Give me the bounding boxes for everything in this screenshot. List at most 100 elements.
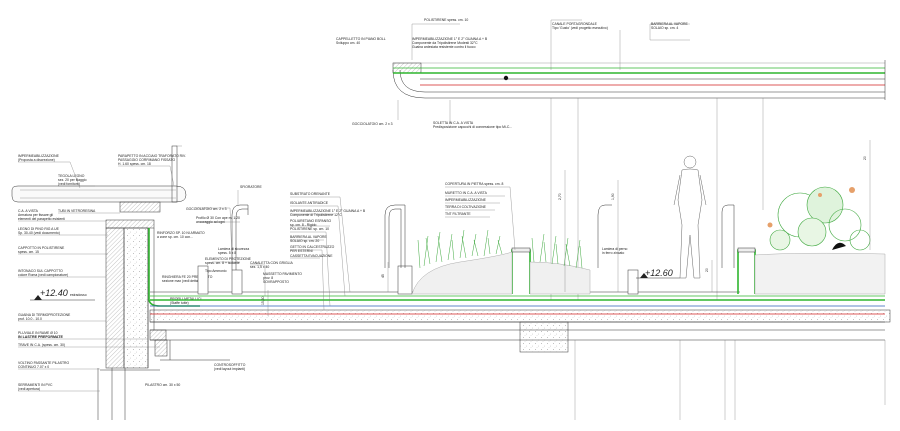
dim-right3: 20 [863,156,867,160]
label-l-volta: VOLTINO PASSANTE PILASTRO [18,361,69,365]
label-m-carpenteria: Tipo Ammonio [205,269,227,273]
canopy-annotations: POLISTIRENE spess. cm. 10 IMPERMEABILIZZ… [336,18,688,129]
label-l-cappotto: CAPPOTTO IN POLISTIRENE [18,246,65,250]
label-top-canale-sub: Tipo 'Gusto' (vedi progetto esecutivo) [552,26,608,30]
label-top-soletta-sub: Predisposizione capocchi di connessione … [433,125,512,129]
dim-right: 20 [705,268,709,272]
label-m-getto-sub: PER ESTERNI [290,249,313,253]
label-l-trave: TRAVE IN C.A. (spess. cm. 30) [18,343,65,347]
label-l-impermeab: IMPERMEABILIZZAZIONE [18,154,60,158]
roof-slab [149,291,891,420]
label-m-massetto: MASSETTO PAVIMENTO [263,272,302,276]
label-m-sovrap: SOVRAPPOSTO [263,280,289,284]
label-m-sfioro: SFIORATORE [240,185,262,189]
label-l-controsoffitto: CONTROSOFFITTO [214,363,246,367]
label-m-getto2: CASSETTA EVACUAZIONE [290,254,333,258]
label-l-rinforzo-sub: a zone sp. cm. 10 con... [157,235,193,239]
label-top-cappelletto: CAPPELLETTO IN PIANO BOLL [336,37,386,41]
label-m-impermeab-sub: Componente di Tripolistirene 12°C [290,213,342,217]
label-l-ca-vista: C.A. A VISTA [18,209,39,213]
label-top-canale: CANALE PORTAGRONDALE [552,22,598,26]
label-l-profili: PROFILI METALLICI [170,297,201,301]
label-l-parapetto-sub: PASSAGGIO CORRIMANO FISSATO [118,158,175,162]
label-m-gocciolatoio: GOCCIOLATOIO cm. 2 x 3 [186,207,227,211]
label-m-profilo-sub: ancoraggio ad ogni [196,220,225,224]
label-m-poliuretano-sub: sp. cm. 8 - Rigido [290,223,316,227]
label-r-impermeab: IMPERMEABILIZZAZIONE [445,198,487,202]
elevation-left-sub: estradosso [70,293,87,297]
canopy-detail [392,19,886,300]
label-top-soletta: SOLETTA IN C.A. A VISTA [433,121,474,125]
label-l-controsoffitto-sub: (vedi layout impianti) [214,367,245,371]
middle-annotations: GOCCIOLATOIO cm. 2 x 3 Profilo Ø 30 Con … [186,182,628,311]
label-m-profilo: Profilo Ø 30 Con ape m. 1.20 [196,216,240,220]
label-m-polistirene: POLISTIRENE sp. cm. 10 [290,227,329,231]
label-l-legno: LEGNO DI PINO RIG A UE [18,227,60,231]
label-l-legno-sub: Sp. 30-40 (vedi documento) [18,231,60,235]
dim-person: 1,90 [611,193,615,200]
label-m-barriera: BARRIERA AL VAPORE [290,235,327,239]
label-m-elemento-sub: spess. cm. 8 + isolante [205,261,240,265]
label-l-ringhiera: RINGHIERA FE 20 PREFORATO [162,275,213,279]
label-m-poliuretano: POLIURETANO ESPANSO [290,219,331,223]
label-l-tubi: TUBI IN VETRORESINA [58,209,96,213]
person-silhouette [673,155,707,279]
left-wall-section [11,145,200,420]
label-top-barriera-sub: SOLAIO sp. cm. 4 [651,26,678,30]
label-m-lamiera: Lamiera di sicurezza [218,247,249,251]
left-annotations: IMPERMEABILIZZAZIONE (Proposta a discrez… [18,154,246,392]
label-m-lamiera-sub: spess. 5 x 8 [218,251,236,255]
label-l-tegola: TEGOLA LEGNO [58,174,85,178]
label-m-canaletta: CANALETTA CON GRIGLIA [250,261,293,265]
label-top-cappelletto-sub: Sviluppo cm. 40 [336,41,360,45]
label-l-intonaco-sub: colore Roma (vedi campionature) [18,273,68,277]
label-m-isolante: ISOLANTE ANTIRADICE [290,201,329,205]
label-m-solaio: SOLAIO sp. cm. 20 [290,239,319,243]
dim-cs: 15,30 [261,296,265,305]
label-l-pluviale: PLUVIALE IN RAME Ø 10 [18,331,58,335]
label-l-guaine: GUAINA DI TERMOPROTEZIONE [18,313,71,317]
label-r-lamiera: Lamiera di perno [602,247,628,251]
elevation-marker-right: +12.60 [636,268,680,279]
elevation-marker-left: +12.40 estradosso [30,288,95,301]
label-m-getto: GETTO IN CALCESTRUZZO [290,245,335,249]
drain-point [503,75,509,81]
dim-tall: 2,70 [558,193,562,200]
green-roof-soil [411,229,886,295]
dimension-lines: 45 1,90 20 15,30 2,70 20 [261,140,871,316]
label-l-guaine-sub: prof. 10.0 - 10.0 [18,317,42,321]
label-l-ca-vista-sub2: elementi del parapetto esistenti [18,217,65,221]
label-l-tegola-sub2: (vedi fornitore) [58,182,80,186]
label-l-serramenti-sub: (vedi apertura) [18,387,40,391]
label-l-staffe: (Staffe tutte) [170,301,189,305]
label-l-ringhiera-sub: sezione max (vedi dettaglio) [162,279,204,283]
label-l-rinforzo: RINFORZO SP. 10 NI ARMATO [157,231,205,235]
label-l-volta-sub: CONTINUO 7.07 x 0 [18,365,49,369]
label-l-cappotto-sub: spess. cm. 15 [18,250,39,254]
label-top-impermeab-sub: Componente da Tripolistirene Modesti 32°… [412,41,478,45]
dim-left: 45 [381,274,385,278]
label-r-terriccio: TERRA DI COLTIVAZIONE [445,205,487,209]
label-l-impermeab-sub: (Proposta a discrezione) [18,158,55,162]
label-r-tnt: TNT FILTRANTE [445,212,471,216]
label-m-elemento: ELEMENTO DI PROTEZIONE [205,257,252,261]
label-m-substrato: SUBSTRATO DRENANTE [290,192,331,196]
label-m-massetto-sub: prov. 8 [263,276,273,280]
elevation-right-value: +12.60 [645,268,673,278]
label-l-parapetto-sub2: H. 1.60 spess. cm. 18 [118,162,151,166]
label-r-muretto: MURETTO IN C.A. A VISTA [445,191,488,195]
label-top-barriera: BARRIERA AL VAPORE [651,22,688,26]
label-top-gocciolatoio: GOCCIOLATOIO cm. 2 x 3 [352,122,393,126]
label-l-intonaco: INTONACO SUL CAPPOTTO [18,269,63,273]
label-m-canaletta-sub: sez. 1,5 x 40 [250,265,269,269]
label-l-lastre: IN LASTRE PREFORMATE [18,335,63,339]
label-top-impermeab-sub2: Guaina ardesiata resistente contro il fu… [412,45,476,49]
label-l-tegola-sub: sez. 20 per filaggio [58,178,87,182]
label-top-polistirene: POLISTIRENE spess. cm. 10 [424,18,468,22]
elevation-left-value: +12.40 [40,288,68,298]
label-r-lamiera-sub: in ferro zincato [602,251,624,255]
label-l-parapetto: PARAPETTO IN ACCIAIO TRAFORATO RIV. [118,154,186,158]
shrub-right [767,186,871,251]
label-r-copertura: COPERTURA IN PIETRA spess. cm. 8 [445,182,503,186]
